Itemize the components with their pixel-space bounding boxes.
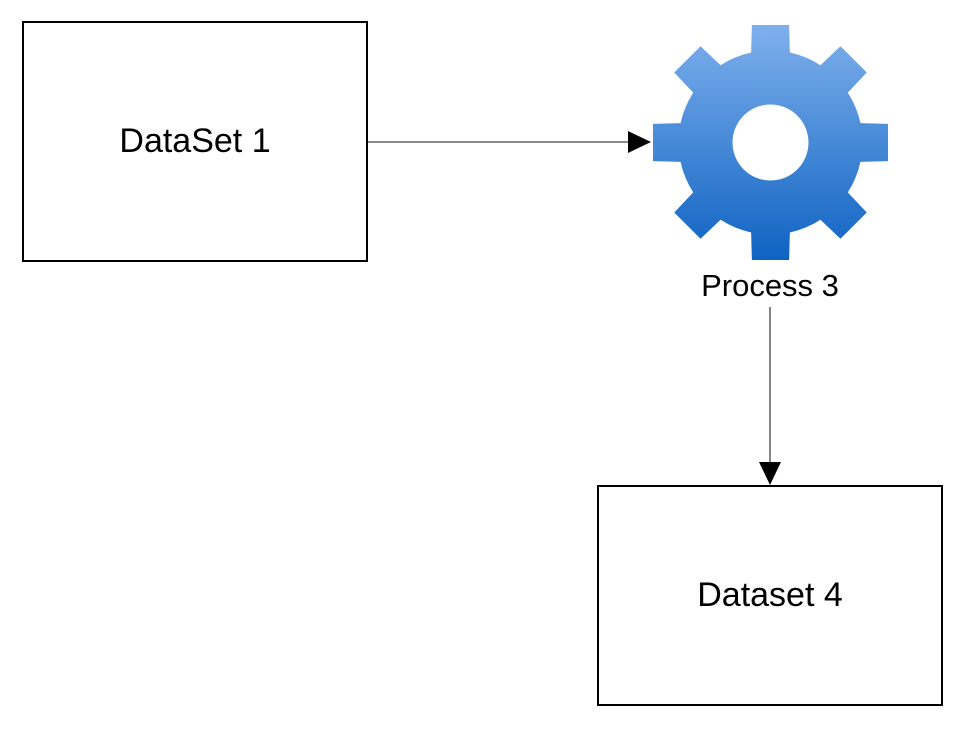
dataset-4-label: Dataset 4 [697,576,843,614]
edge-process3-to-dataset4 [759,307,781,485]
dataset-1-node[interactable]: DataSet 1 [22,21,368,262]
gear-icon [652,24,889,261]
arrowhead-right [628,131,651,153]
dataset-1-label: DataSet 1 [119,122,271,160]
dataset-4-node[interactable]: Dataset 4 [597,485,943,706]
process-3-node[interactable] [650,22,891,263]
process-3-label: Process 3 [701,268,839,303]
edge-dataset1-to-process3 [368,131,651,153]
arrowhead-down [759,462,781,485]
